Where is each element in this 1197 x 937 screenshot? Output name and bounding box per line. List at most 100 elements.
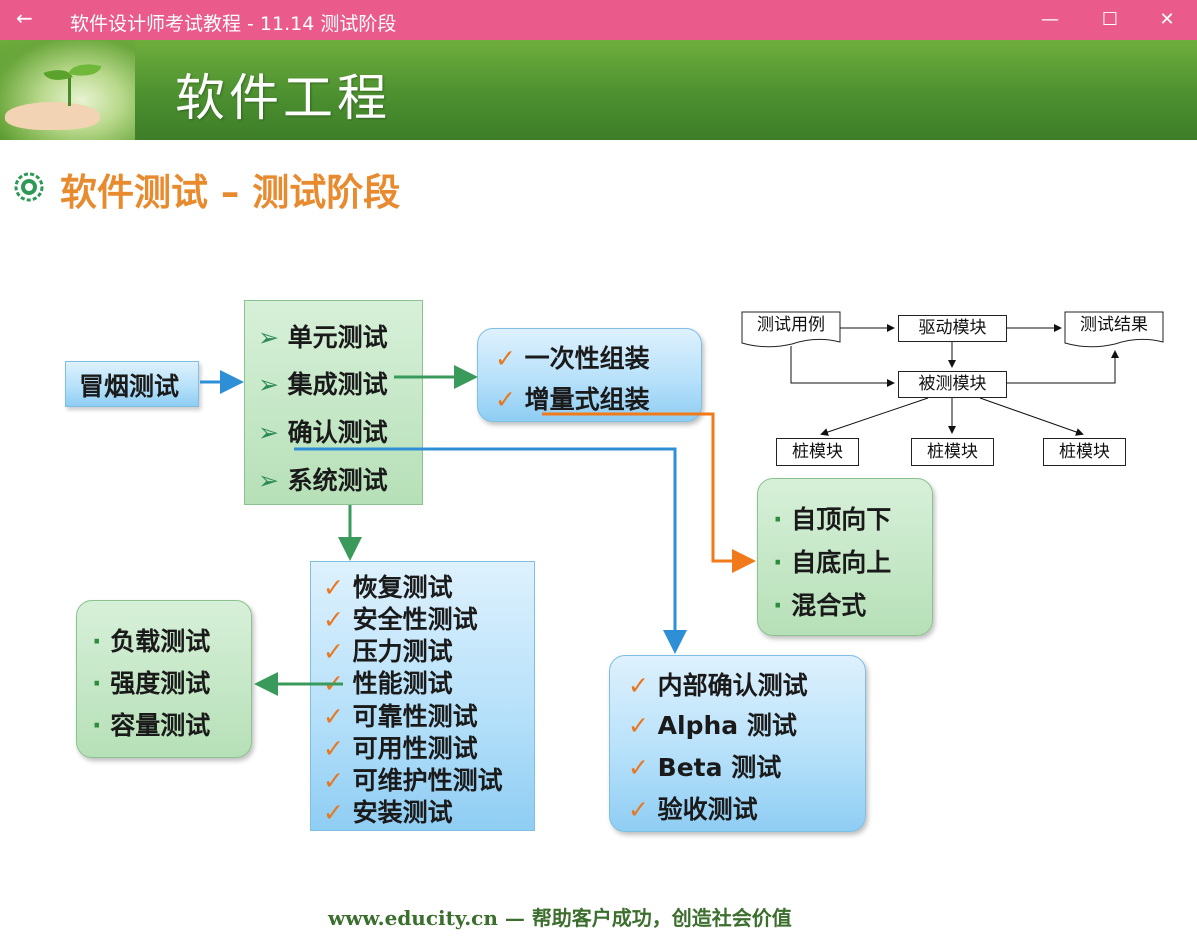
system-tests-box (310, 561, 535, 831)
checkmark-icon: ✓ (323, 605, 344, 634)
stub-module-box: 桩模块 (1043, 438, 1126, 466)
arrow-bullet-icon: ➢ (258, 418, 279, 447)
performance-item: · 强度测试 (92, 664, 210, 700)
confirmation-item: ✓ Alpha 测试 (628, 706, 797, 742)
stage-item: ➢ 集成测试 (258, 365, 388, 401)
module-under-test-box: 被测模块 (898, 371, 1007, 398)
checkmark-icon: ✓ (495, 385, 516, 414)
system-test-label: 恢复测试 (352, 573, 453, 602)
footer-dash: — (504, 906, 525, 930)
system-test-item: ✓ 恢复测试 (323, 568, 453, 604)
test-result-shape (1064, 311, 1164, 348)
stage-label: 单元测试 (287, 323, 388, 352)
incremental-item: · 混合式 (773, 586, 866, 622)
close-icon[interactable]: ✕ (1159, 9, 1175, 30)
dot-bullet-icon: · (773, 505, 783, 534)
footer-site: www.educity.cn (328, 906, 498, 930)
arrow-bullet-icon: ➢ (258, 370, 279, 399)
performance-label: 负载测试 (110, 627, 211, 656)
integration-item: ✓ 增量式组装 (495, 380, 650, 416)
checkmark-icon: ✓ (323, 702, 344, 731)
smoke-test-label: 冒烟测试 (79, 372, 180, 401)
checkmark-icon: ✓ (628, 671, 649, 700)
driver-module-box: 驱动模块 (898, 315, 1007, 342)
window-title: 软件设计师考试教程 - 11.14 测试阶段 (70, 13, 397, 35)
plant-stem (68, 76, 71, 106)
system-test-label: 可维护性测试 (352, 766, 503, 795)
dot-bullet-icon: · (773, 548, 783, 577)
test-case-shape (741, 311, 841, 348)
confirmation-item: ✓ 内部确认测试 (628, 666, 808, 702)
confirmation-arrow (294, 447, 687, 654)
performance-label: 强度测试 (110, 669, 211, 698)
incremental-arrow (542, 412, 756, 573)
checkmark-icon: ✓ (323, 573, 344, 602)
footer-slogan: 帮助客户成功，创造社会价值 (531, 906, 792, 930)
system-test-item: ✓ 可维护性测试 (323, 761, 503, 797)
incremental-label: 自顶向下 (791, 505, 892, 534)
checkmark-icon: ✓ (495, 344, 516, 373)
test-result-label: 测试结果 (1080, 315, 1148, 335)
confirmation-label: Beta 测试 (657, 753, 782, 782)
arrow-bullet-icon: ➢ (258, 466, 279, 495)
dot-bullet-icon: · (92, 627, 102, 656)
arrow-bullet-icon: ➢ (258, 323, 279, 352)
system-test-label: 压力测试 (352, 637, 453, 666)
slide-banner: 软件工程 (0, 40, 1197, 140)
integration-item: ✓ 一次性组装 (495, 339, 650, 375)
incremental-label: 混合式 (791, 591, 867, 620)
back-arrow-icon[interactable]: ← (16, 6, 33, 30)
hand-shape (5, 102, 100, 130)
incremental-item: · 自底向上 (773, 543, 891, 579)
stage-item: ➢ 单元测试 (258, 318, 388, 354)
checkmark-icon: ✓ (323, 734, 344, 763)
test-case-label: 测试用例 (757, 315, 825, 335)
stub-module-box: 桩模块 (776, 438, 859, 466)
confirmation-box (609, 655, 866, 832)
checkmark-icon: ✓ (323, 798, 344, 827)
system-test-item: ✓ 可用性测试 (323, 729, 478, 765)
checkmark-icon: ✓ (628, 753, 649, 782)
stage-item: ➢ 系统测试 (258, 461, 388, 497)
stage-label: 确认测试 (287, 418, 388, 447)
confirmation-label: 验收测试 (657, 795, 758, 824)
confirmation-item: ✓ Beta 测试 (628, 748, 781, 784)
performance-label: 容量测试 (110, 711, 211, 740)
system-test-item: ✓ 安装测试 (323, 793, 453, 829)
incremental-label: 自底向上 (791, 548, 892, 577)
confirmation-label: 内部确认测试 (657, 671, 808, 700)
stage-label: 系统测试 (287, 466, 388, 495)
system-test-label: 性能测试 (352, 669, 453, 698)
system-test-label: 可用性测试 (352, 734, 478, 763)
integration-label: 一次性组装 (524, 344, 650, 373)
smoke-test-box (65, 361, 199, 407)
dot-bullet-icon: · (92, 711, 102, 740)
test-stages-box (244, 300, 423, 505)
system-test-label: 可靠性测试 (352, 702, 478, 731)
system-test-item: ✓ 性能测试 (323, 664, 453, 700)
minimize-icon[interactable]: — (1041, 9, 1059, 30)
system-test-item: ✓ 可靠性测试 (323, 697, 478, 733)
integration-label: 增量式组装 (524, 385, 650, 414)
checkmark-icon: ✓ (628, 711, 649, 740)
checkmark-icon: ✓ (323, 766, 344, 795)
dot-bullet-icon: · (92, 669, 102, 698)
incremental-box (757, 478, 933, 636)
slide-footer: www.educity.cn — 帮助客户成功，创造社会价值 (328, 902, 792, 931)
maximize-icon[interactable]: ☐ (1101, 9, 1119, 30)
system-test-item: ✓ 压力测试 (323, 632, 453, 668)
window-titlebar: ← 软件设计师考试教程 - 11.14 测试阶段 — ☐ ✕ (0, 0, 1197, 40)
stage-label: 集成测试 (287, 370, 388, 399)
checkmark-icon: ✓ (323, 637, 344, 666)
performance-item: · 负载测试 (92, 622, 210, 658)
performance-item: · 容量测试 (92, 706, 210, 742)
slide-title: 软件测试 – 测试阶段 (60, 171, 401, 214)
stub-module-box: 桩模块 (911, 438, 994, 466)
system-test-label: 安装测试 (352, 798, 453, 827)
incremental-item: · 自顶向下 (773, 500, 891, 536)
system-test-label: 安全性测试 (352, 605, 478, 634)
dot-bullet-icon: · (773, 591, 783, 620)
system-test-item: ✓ 安全性测试 (323, 600, 478, 636)
integration-box (477, 328, 702, 422)
